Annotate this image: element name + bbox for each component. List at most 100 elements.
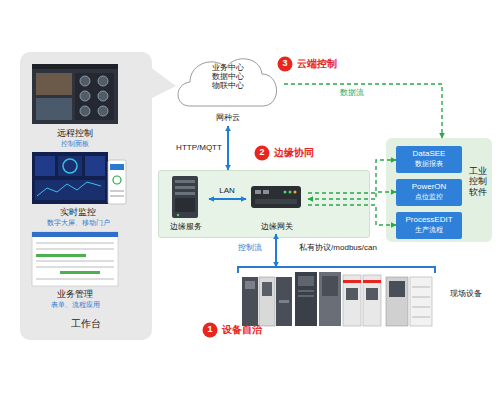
node-subtitle: 网种云	[203, 113, 253, 122]
remote-control-screenshot	[80, 106, 90, 116]
business-screenshot	[32, 232, 118, 286]
node-title: 实时监控	[28, 207, 128, 217]
stage-title: 云端控制	[297, 58, 357, 70]
gateway-illustration	[255, 190, 261, 194]
edge-group: 边缘服务 边缘网关	[158, 170, 370, 238]
equipment-racks	[322, 276, 338, 296]
remote-control-screenshot	[80, 91, 90, 101]
equipment-racks	[412, 307, 430, 308]
node-title: 业务管理	[28, 289, 122, 299]
remote-control-screenshot	[98, 106, 108, 116]
gateway-illustration	[251, 186, 301, 208]
node-subtitle: 点位监控	[396, 193, 462, 201]
node-title: 工业控制软件	[468, 166, 488, 197]
gateway-illustration	[284, 191, 287, 194]
data-flow-arrow	[308, 205, 396, 225]
server-node: 边缘服务	[163, 174, 209, 234]
callout-circles	[203, 57, 293, 338]
node-subtitle: 数字大屏、移动门户	[28, 219, 128, 227]
flow-label: 控制流	[238, 243, 278, 252]
equipment-racks	[386, 277, 408, 326]
gateway-illustration	[289, 191, 292, 194]
gateway-illustration	[263, 190, 269, 194]
equipment-racks	[389, 281, 405, 297]
business-screenshot	[32, 232, 118, 286]
screen-card: 实时监控数字大屏、移动门户	[28, 148, 138, 230]
software-panel: 工业控制软件DataSEE数据报表PowerON点位监控ProcessEDIT生…	[386, 138, 492, 242]
business-screenshot	[36, 254, 86, 257]
node-title: 远程控制	[28, 128, 122, 138]
remote-control-screenshot	[32, 64, 118, 124]
server-illustration	[175, 198, 195, 212]
equipment-racks	[412, 297, 430, 298]
cloud-shape	[178, 59, 277, 106]
connection-arrow	[227, 126, 229, 170]
server-illustration	[177, 214, 179, 216]
equipment-bracket	[238, 267, 435, 273]
callout-number: 2	[255, 147, 269, 157]
equipment-racks	[363, 280, 381, 283]
software-box: DataSEE数据报表	[396, 146, 462, 173]
remote-control-screenshot	[98, 76, 108, 86]
business-screenshot	[60, 271, 100, 274]
equipment-racks	[262, 282, 272, 296]
bubble-tail	[146, 64, 176, 98]
equipment-racks	[410, 277, 432, 326]
software-box: PowerON点位监控	[396, 179, 462, 206]
server-illustration	[175, 192, 195, 195]
equipment-racks	[295, 272, 317, 326]
equipment-racks	[346, 288, 358, 300]
equipment-group: 现场设备	[238, 267, 490, 327]
equipment-racks	[343, 275, 361, 326]
monitor-screenshot	[63, 159, 77, 173]
screen-card: 业务管理表单、流程应用	[28, 230, 138, 314]
remote-control-screenshot	[32, 64, 118, 124]
callout-circles	[278, 57, 293, 72]
node-subtitle: 生产流程	[396, 226, 462, 234]
edge-label: HTTP/MQTT	[172, 143, 226, 152]
business-screenshot	[36, 278, 114, 280]
remote-control-screenshot	[80, 76, 90, 86]
equipment-racks	[245, 281, 255, 289]
stage-title: 边缘协同	[274, 147, 334, 159]
callout-number: 1	[203, 324, 217, 334]
gateway-illustration	[255, 199, 297, 204]
node-title: 边缘服务	[163, 222, 209, 231]
data-flow-arrow	[308, 160, 396, 193]
equipment-racks	[298, 295, 314, 297]
node-title: 业务中心 数据中心 物联中心	[208, 63, 248, 91]
gateway-node: 边缘网关	[246, 181, 308, 234]
equipment-racks	[343, 280, 361, 283]
screen-card: 远程控制控制面板	[28, 60, 138, 148]
equipment-racks	[319, 272, 341, 326]
equipment-racks	[363, 275, 381, 326]
monitor-screenshot	[35, 156, 55, 176]
equipment-bracket	[238, 267, 435, 273]
monitor-screenshot	[110, 190, 124, 192]
business-screenshot	[36, 248, 114, 250]
node-subtitle: 控制面板	[28, 140, 122, 148]
monitor-screenshot	[35, 180, 105, 200]
cloud-node: 业务中心 数据中心 物联中心网种云	[172, 50, 284, 126]
monitor-screenshot	[85, 156, 105, 176]
equipment-racks	[276, 277, 292, 326]
server-illustration	[172, 176, 198, 218]
business-screenshot	[36, 242, 114, 244]
monitor-screenshot	[108, 160, 126, 204]
remote-control-screenshot	[98, 91, 108, 101]
node-title: 边缘网关	[246, 222, 308, 231]
equipment-racks	[242, 277, 258, 326]
node-subtitle: 表单、流程应用	[28, 301, 122, 309]
business-screenshot	[32, 232, 118, 237]
connection-arrow	[275, 234, 277, 267]
monitor-screenshot	[32, 152, 126, 204]
equipment-racks	[412, 287, 430, 288]
monitor-screenshot	[37, 182, 101, 196]
gateway-illustration	[251, 186, 301, 208]
node-subtitle: 数据报表	[396, 160, 462, 168]
server-illustration	[175, 186, 195, 189]
server-illustration	[175, 180, 195, 183]
workbench-panel: 工作台远程控制控制面板实时监控数字大屏、移动门户业务管理表单、流程应用	[20, 52, 152, 340]
